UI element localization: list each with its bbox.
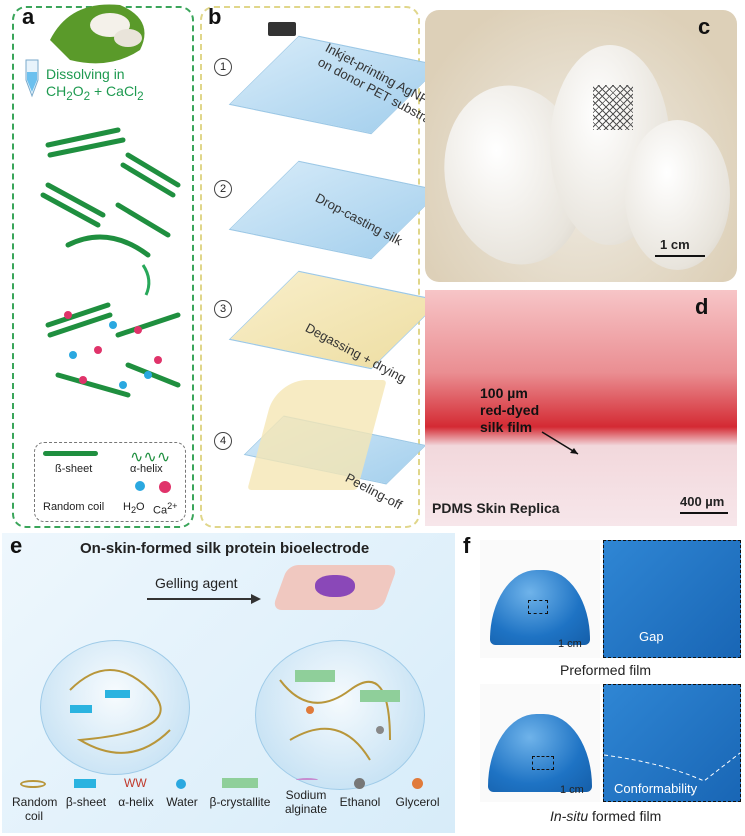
gelling-arrow-icon <box>147 594 261 604</box>
scale-bar-d <box>680 512 728 514</box>
scale-label-f-top: 1 cm <box>558 638 582 650</box>
panel-e-title: On-skin-formed silk protein bioelectrode <box>80 540 370 557</box>
coil-icon <box>20 780 46 788</box>
legend-e-alginate: Sodium alginate <box>284 788 328 816</box>
dissolving-line1: Dissolving in <box>46 66 125 82</box>
panel-d-photo <box>425 290 737 526</box>
inkjet-printhead-icon <box>268 22 296 36</box>
crystallite-icon <box>222 778 258 788</box>
legend-e-glycerol: Glycerol <box>395 795 440 809</box>
legend-water: H2O <box>123 501 145 516</box>
calcium-icon <box>159 481 171 493</box>
silk-protein-structures <box>40 127 181 398</box>
tube-icon <box>25 59 39 98</box>
sheet-icon <box>74 779 96 788</box>
alpha-helix-icon: ∿∿∿ <box>130 449 171 466</box>
panel-c-label: c <box>698 14 711 39</box>
scale-bar-c <box>655 255 705 257</box>
panel-a-label: a <box>22 4 35 29</box>
scale-label-c: 1 cm <box>660 237 690 252</box>
beta-sheet-icon <box>43 451 98 456</box>
legend-e-random-coil: Random coil <box>12 795 58 823</box>
step-3-badge: 3 <box>214 300 232 318</box>
legend-e-crystallite: β-crystallite <box>209 795 271 809</box>
scale-label-f-bottom: 1 cm <box>560 784 584 796</box>
arrow-icon <box>541 431 579 455</box>
step-1-badge: 1 <box>214 58 232 76</box>
zoom-region-box <box>528 600 548 614</box>
preformed-zoom: Gap <box>603 540 741 658</box>
legend-calcium: Ca2+ <box>153 501 178 517</box>
conformability-boundary <box>604 752 741 782</box>
legend-e-alpha-helix: α-helix <box>118 795 154 809</box>
step-4-badge: 4 <box>214 432 232 450</box>
ethanol-icon <box>354 778 365 789</box>
water-icon <box>176 779 186 789</box>
silk-electrode-blob <box>315 575 355 597</box>
panel-b-frame <box>200 6 420 528</box>
mulberry-leaf-cocoon-icon <box>50 4 145 64</box>
gelling-agent-label: Gelling agent <box>155 575 238 591</box>
alginate-icon <box>296 778 318 782</box>
glycerol-icon <box>412 778 423 789</box>
dissolving-text: Dissolving in CH2O2 + CaCl2 <box>46 66 144 105</box>
droplet-gel <box>255 640 425 790</box>
insitu-zoom: Conformability <box>603 684 741 802</box>
gap-callout: Gap <box>639 629 664 644</box>
preformed-photo: 1 cm <box>480 540 600 658</box>
silk-electrode-pattern <box>593 85 633 130</box>
panel-d-label: d <box>695 294 709 319</box>
legend-random-coil: Random coil <box>43 501 105 513</box>
pdms-caption: PDMS Skin Replica <box>432 500 560 516</box>
molecular-network <box>69 669 400 761</box>
panel-c-photo <box>425 10 737 282</box>
scale-label-d: 400 µm <box>680 494 725 509</box>
insitu-caption: In-situ formed film <box>550 808 662 824</box>
insitu-photo: 1 cm <box>480 684 600 802</box>
panel-a-legend: ß-sheet α-helix Random coil H2O Ca2+ ∿∿∿ <box>34 442 186 522</box>
helix-icon: WW <box>124 776 147 790</box>
legend-e-ethanol: Ethanol <box>339 795 381 809</box>
solvent-formula: CH2O2 + CaCl2 <box>46 83 144 103</box>
conformability-callout: Conformability <box>614 781 698 796</box>
panel-f-label: f <box>463 533 471 558</box>
legend-e-beta-sheet: β-sheet <box>65 795 107 809</box>
step-2-badge: 2 <box>214 180 232 198</box>
preformed-caption: Preformed film <box>560 662 652 678</box>
water-icon <box>135 481 145 491</box>
panel-e-label: e <box>10 533 23 558</box>
legend-e-water: Water <box>166 795 198 809</box>
legend-beta-sheet: ß-sheet <box>55 463 93 475</box>
panel-b-label: b <box>208 4 222 29</box>
legend-alpha-helix: α-helix <box>130 463 163 475</box>
zoom-region-box <box>532 756 554 770</box>
